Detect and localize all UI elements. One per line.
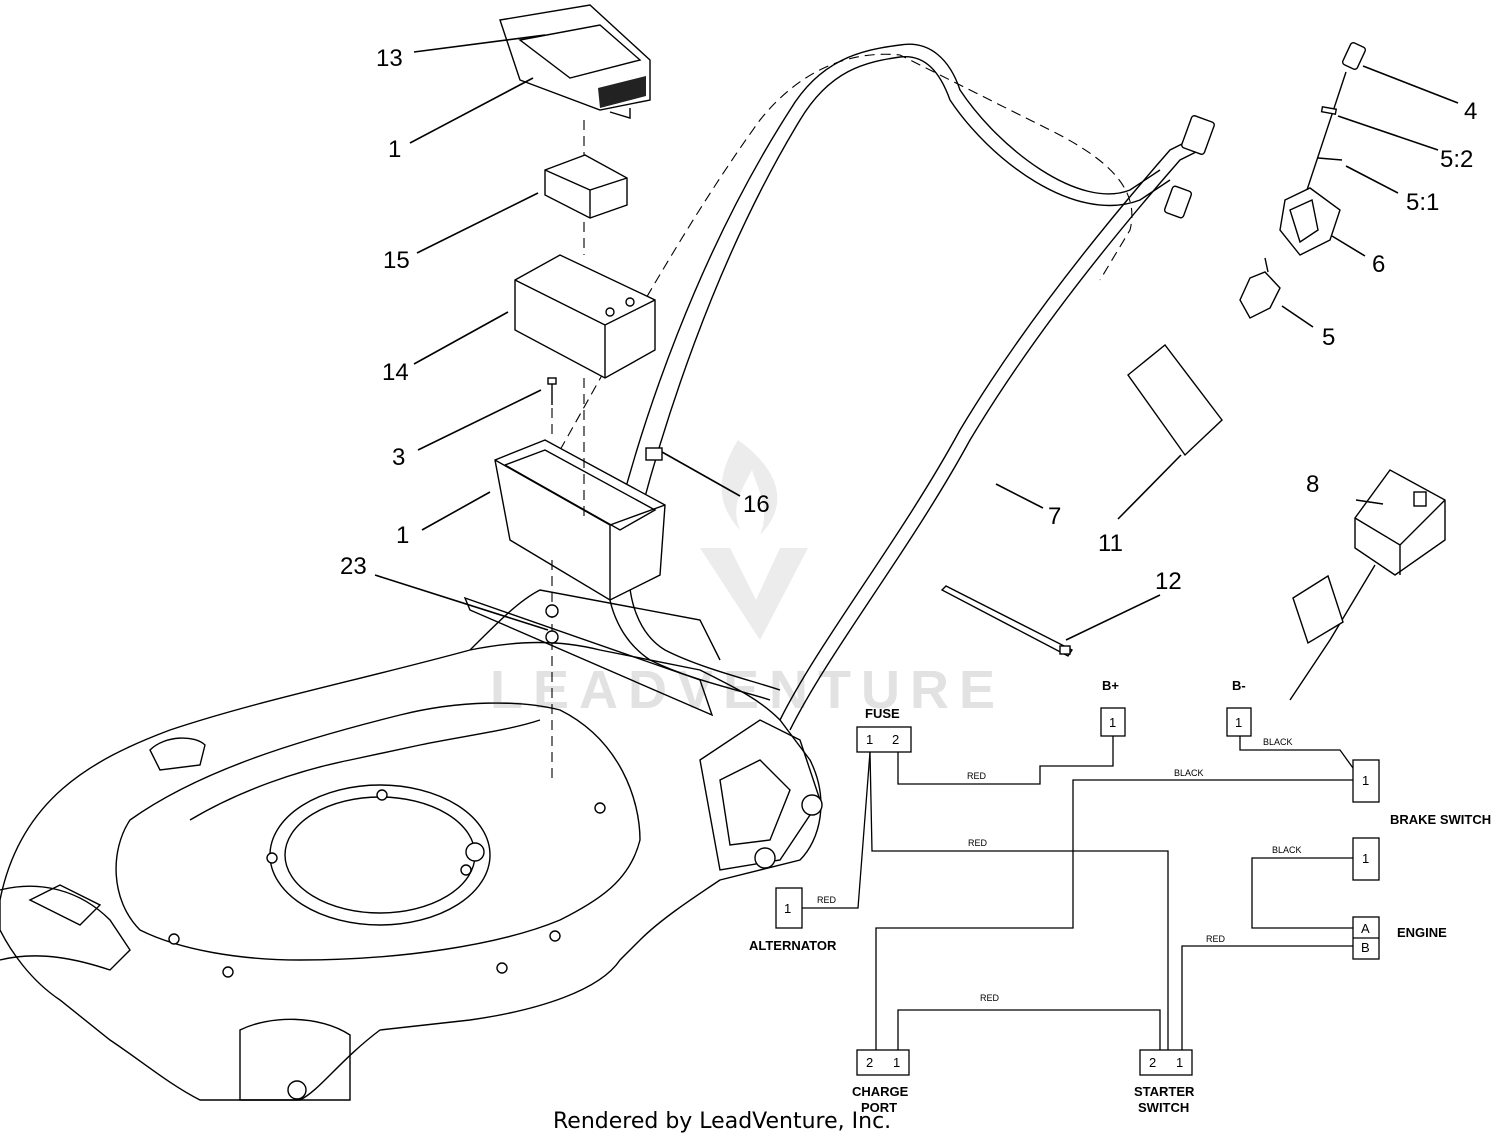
callout-leaders [374, 34, 1459, 641]
brake-switch: 1 BRAKE SWITCH [1352, 759, 1491, 827]
wiring-schematic: RED BLACK BLACK RED BLACK RED RED RED FU… [749, 678, 1491, 1115]
callout-16: 16 [743, 491, 770, 518]
wire-label-red-5: RED [980, 993, 1000, 1003]
wire-label-red-4: RED [1206, 934, 1226, 944]
charge-port-label-line-2: PORT [861, 1100, 897, 1115]
brake-switch-label: BRAKE SWITCH [1390, 812, 1491, 827]
starter-switch: 2 1 STARTER SWITCH [1134, 1049, 1195, 1115]
starter-switch-label-line-2: SWITCH [1138, 1100, 1189, 1115]
callout-1-tray: 1 [396, 522, 409, 549]
callout-12: 12 [1155, 568, 1182, 595]
starter-switch-pin-2: 2 [1149, 1055, 1156, 1070]
foam-pad-15 [544, 154, 628, 219]
callout-5: 5 [1322, 324, 1335, 351]
connector-5 [1239, 257, 1281, 319]
charge-port-pin-2: 2 [866, 1055, 873, 1070]
engine-pin-b: B [1361, 940, 1370, 955]
engine: 1 A B ENGINE [1352, 837, 1447, 960]
b-minus-terminal: B- 1 [1226, 678, 1252, 737]
clip-16 [645, 447, 663, 461]
callout-6: 6 [1372, 251, 1385, 278]
decal-11 [1127, 344, 1223, 457]
wire-label-black-3: BLACK [1272, 845, 1302, 855]
brake-switch-pin-1: 1 [1362, 773, 1369, 788]
callout-1-cover: 1 [388, 136, 401, 163]
b-plus-terminal: B+ 1 [1100, 678, 1126, 737]
fuse-pin-2: 2 [892, 732, 899, 747]
wire-label-black-2: BLACK [1174, 768, 1204, 778]
watermark-text: LEADVENTURE [490, 660, 1005, 720]
callout-7: 7 [1048, 503, 1061, 530]
engine-pin-a: A [1361, 921, 1370, 936]
charge-port-label-line-1: CHARGE [852, 1084, 909, 1099]
screw-3 [547, 377, 557, 405]
b-minus-pin-1: 1 [1235, 715, 1242, 730]
charge-port-pin-1: 1 [893, 1055, 900, 1070]
fuse-label: FUSE [865, 706, 900, 721]
callout-11: 11 [1098, 530, 1123, 557]
callout-5-1: 5:1 [1406, 189, 1439, 216]
b-plus-pin-1: 1 [1109, 715, 1116, 730]
alternator-label: ALTERNATOR [749, 938, 837, 953]
mower-deck [0, 589, 823, 1101]
callout-15: 15 [383, 247, 410, 274]
battery-14 [514, 254, 656, 379]
starter-switch-label-line-1: STARTER [1134, 1084, 1195, 1099]
callout-3: 3 [392, 444, 405, 471]
b-minus-label: B- [1232, 678, 1246, 693]
callout-14: 14 [382, 359, 409, 386]
callout-13: 13 [376, 45, 403, 72]
cable-tie-12 [940, 585, 1074, 657]
callout-5-2: 5:2 [1440, 146, 1473, 173]
engine-label: ENGINE [1397, 925, 1447, 940]
key-4 [1301, 42, 1367, 206]
callout-8: 8 [1306, 471, 1319, 498]
handle [559, 43, 1215, 731]
footer-credit: Rendered by LeadVenture, Inc. [553, 1109, 891, 1134]
alternator-pin-1: 1 [784, 901, 791, 916]
watermark: LEADVENTURE [490, 440, 1005, 720]
alternator: 1 ALTERNATOR [749, 887, 837, 953]
engine-pin-1: 1 [1362, 851, 1369, 866]
wire-label-red-2: RED [968, 838, 988, 848]
fuse: FUSE 1 2 [856, 706, 912, 753]
switch-6 [1279, 187, 1341, 256]
callout-numbers: 13 1 15 14 3 1 16 23 7 11 12 4 5:2 5:1 6… [340, 45, 1477, 595]
callout-23: 23 [340, 553, 367, 580]
charger-8 [1289, 469, 1446, 701]
washer-5-1 [1317, 157, 1343, 161]
fuse-pin-1: 1 [866, 732, 873, 747]
wire-label-red-3: RED [817, 895, 837, 905]
wire-label-black-1: BLACK [1263, 737, 1293, 747]
spacer-5-2 [1320, 106, 1338, 115]
wire-label-red-1: RED [967, 771, 987, 781]
callout-4: 4 [1464, 98, 1477, 125]
battery-tray-1 [494, 439, 666, 601]
battery-cover-13 [499, 4, 651, 119]
starter-switch-pin-1: 1 [1176, 1055, 1183, 1070]
charge-port: 2 1 CHARGE PORT [852, 1049, 910, 1115]
b-plus-label: B+ [1102, 678, 1119, 693]
